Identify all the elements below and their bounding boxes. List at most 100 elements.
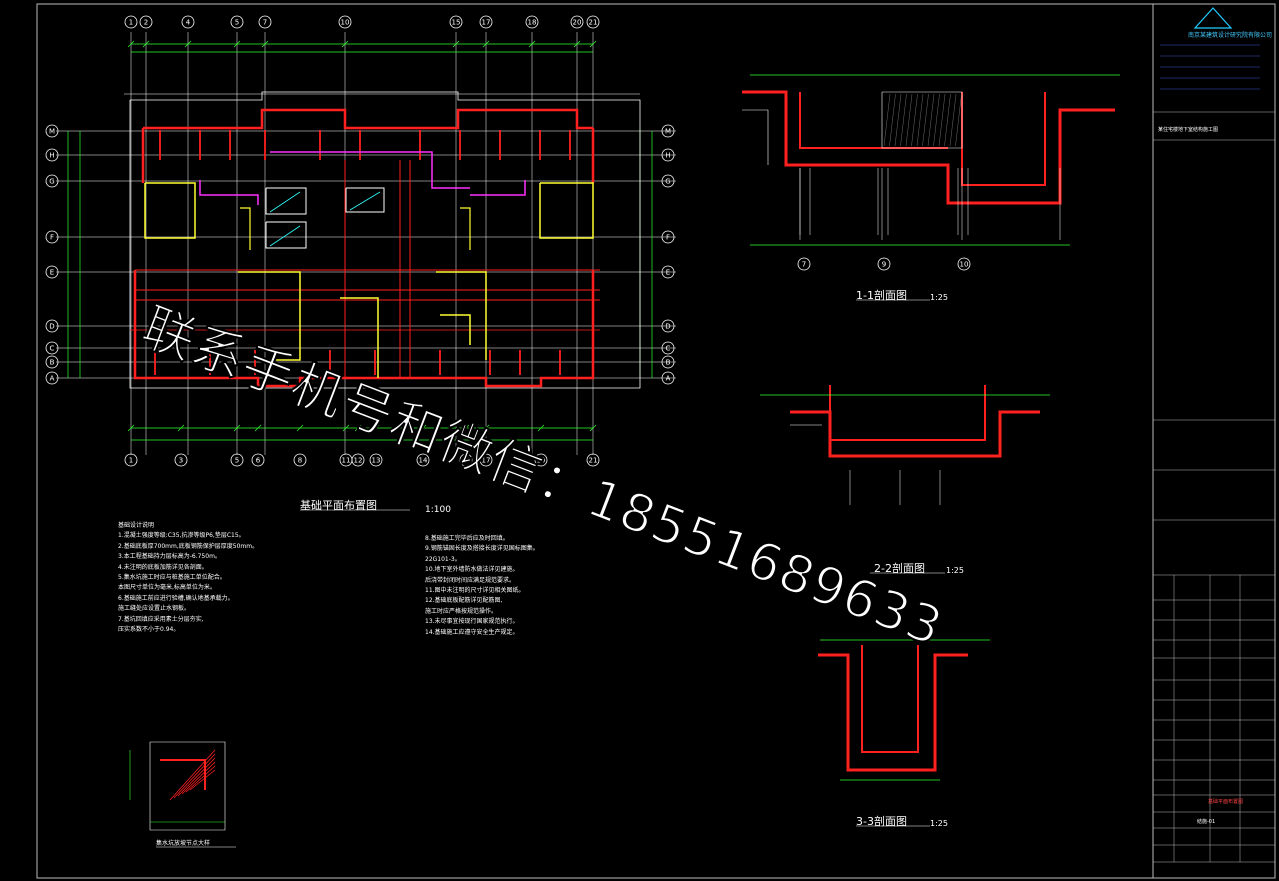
axis-bubble-label: 5 bbox=[235, 19, 239, 27]
axis-bubble-label: H bbox=[665, 152, 670, 160]
axis-bubble-label: 20 bbox=[573, 19, 582, 27]
pit-slope bbox=[349, 191, 381, 211]
dimension-tick bbox=[341, 40, 349, 48]
plan-title: 基础平面布置图 bbox=[300, 499, 377, 512]
axis-bubble-circle bbox=[661, 371, 675, 385]
detail-wall bbox=[160, 759, 206, 790]
detail-frame bbox=[149, 741, 226, 831]
axis-bubble-label: 21 bbox=[589, 19, 598, 27]
dimension-tick bbox=[528, 40, 536, 48]
axis-bubble-label: 21 bbox=[589, 457, 598, 465]
detail-slope-rebar bbox=[181, 761, 216, 795]
axis-bubble-circle bbox=[661, 265, 675, 279]
axis-bubble-circle bbox=[479, 453, 493, 467]
axis-bubble-label: 17 bbox=[482, 19, 491, 27]
note-line: 8.基础施工完毕后应及时回填。 bbox=[425, 535, 509, 542]
axis-bubble-circle bbox=[661, 148, 675, 162]
pit-slope bbox=[269, 191, 301, 213]
dimension-tick bbox=[372, 424, 380, 432]
dimension-tick bbox=[342, 424, 350, 432]
axis-bubble-circle bbox=[957, 257, 971, 271]
section-inner bbox=[961, 92, 1046, 186]
axis-bubble-circle bbox=[369, 453, 383, 467]
axis-bubble-label: G bbox=[49, 178, 54, 186]
axis-bubble-label: 5 bbox=[235, 457, 239, 465]
hatch-line bbox=[933, 93, 940, 147]
note-line: 本图尺寸单位为毫米,标高单位为米。 bbox=[118, 584, 216, 592]
magenta-wall bbox=[470, 180, 526, 196]
note-line: 5.集水坑施工时应与桩基施工单位配合。 bbox=[118, 573, 226, 581]
yellow-wall-stair bbox=[340, 297, 379, 378]
note-line: 6.基础施工前应进行验槽,确认地基承载力。 bbox=[118, 594, 234, 602]
axis-bubble-label: 10 bbox=[960, 261, 969, 269]
axis-bubble-label: C bbox=[666, 345, 671, 353]
axis-bubble-circle bbox=[338, 15, 352, 29]
dimension-tick bbox=[589, 424, 597, 432]
axis-bubble-circle bbox=[416, 453, 430, 467]
section-wall bbox=[790, 410, 1040, 458]
axis-bubble-label: M bbox=[49, 128, 55, 136]
yellow-wall-room bbox=[144, 182, 196, 239]
note-line: 施工时应严格按规范操作。 bbox=[425, 607, 498, 615]
dimension-tick bbox=[482, 40, 490, 48]
title-block-lines bbox=[1153, 7, 1275, 863]
axis-bubble-label: G bbox=[665, 178, 670, 186]
axis-bubble-label: 4 bbox=[186, 19, 191, 27]
axis-bubble-circle bbox=[181, 15, 195, 29]
section-2-title: 2-2剖面图 bbox=[874, 562, 925, 575]
axis-bubble-circle bbox=[449, 15, 463, 29]
axis-bubble-label: 8 bbox=[298, 457, 302, 465]
dimension-tick bbox=[177, 424, 185, 432]
axis-bubble-circle bbox=[797, 257, 811, 271]
axis-bubble-label: 11 bbox=[342, 457, 351, 465]
axis-bubble-circle bbox=[45, 230, 59, 244]
section-3-3 bbox=[818, 639, 990, 827]
elevator-pit bbox=[265, 187, 307, 215]
hatch-line bbox=[911, 93, 918, 147]
axis-bubble-label: 3 bbox=[179, 457, 183, 465]
detail-slope-rebar bbox=[177, 757, 216, 797]
axis-bubble-label: A bbox=[50, 375, 55, 383]
section-outline bbox=[742, 109, 769, 165]
dimension-tick bbox=[254, 424, 262, 432]
dimension-tick bbox=[573, 40, 581, 48]
section-inner bbox=[829, 385, 986, 441]
axis-bubble-circle bbox=[251, 453, 265, 467]
axis-bubble-label: 6 bbox=[256, 457, 261, 465]
note-line: 施工缝处应设置止水钢板。 bbox=[118, 605, 191, 613]
axis-bubble-circle bbox=[661, 230, 675, 244]
axis-bubble-circle bbox=[45, 355, 59, 369]
axis-bubble-label: 16 bbox=[462, 457, 471, 465]
magenta-wall bbox=[270, 151, 470, 189]
hatch-line bbox=[955, 93, 962, 147]
elevator-pit bbox=[265, 221, 307, 249]
dimension-tick bbox=[589, 40, 597, 48]
note-line: 9.钢筋锚固长度及搭接长度详见国标图集。 bbox=[425, 545, 539, 553]
note-line: 后浇带封闭时间应满足规范要求。 bbox=[425, 576, 516, 584]
axis-bubble-label: D bbox=[665, 323, 670, 331]
section-fill-box bbox=[881, 91, 963, 149]
dimension-tick bbox=[482, 424, 490, 432]
axis-bubble-label: E bbox=[666, 269, 670, 277]
dimension-tick bbox=[233, 424, 241, 432]
note-line: 基础设计说明 bbox=[118, 522, 155, 529]
detail-title: 集水坑放坡节点大样 bbox=[156, 840, 211, 847]
detail-slope-rebar bbox=[185, 765, 216, 793]
elevator-pit bbox=[345, 187, 385, 213]
axis-bubble-circle bbox=[230, 15, 244, 29]
hatch-line bbox=[900, 93, 907, 147]
axis-bubble-circle bbox=[124, 453, 138, 467]
note-line: 压实系数不小于0.94。 bbox=[118, 625, 180, 633]
dimension-tick bbox=[184, 40, 192, 48]
axis-bubble-label: 1 bbox=[129, 19, 133, 27]
section-inner bbox=[861, 645, 919, 753]
red-wall-bottom bbox=[133, 270, 595, 388]
note-line: 14.基础施工应遵守安全生产规定。 bbox=[425, 628, 519, 636]
axis-bubble-circle bbox=[661, 341, 675, 355]
hatch-line bbox=[916, 93, 924, 147]
dimension-tick bbox=[537, 424, 545, 432]
dimension-tick bbox=[233, 40, 241, 48]
axis-bubble-label: 14 bbox=[419, 457, 428, 465]
hatch-line bbox=[938, 93, 946, 147]
